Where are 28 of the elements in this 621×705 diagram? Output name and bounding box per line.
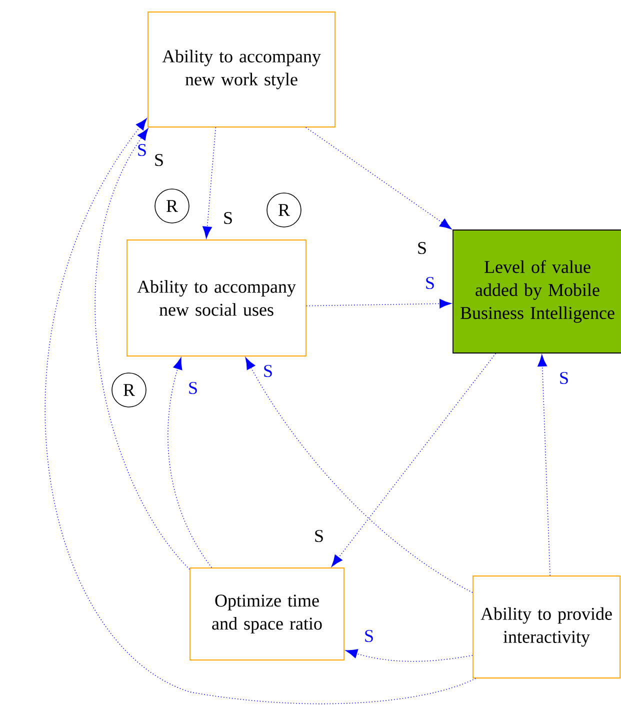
circled-letter: R (266, 192, 302, 228)
edge-label: S (155, 154, 163, 166)
edge-label: S (264, 364, 272, 378)
arrow (305, 127, 452, 230)
edge-label: S (224, 212, 232, 224)
arrow (95, 128, 190, 570)
arrow (346, 649, 473, 662)
edge-label: S (560, 372, 568, 384)
edge-label: S (418, 242, 426, 254)
circled-letter: R (112, 372, 146, 408)
arrow (306, 298, 452, 308)
edge-label: S (138, 144, 146, 156)
edge-label: S (426, 276, 434, 290)
arrow (332, 353, 496, 567)
process-box: Ability to accompany new social uses (126, 240, 306, 356)
process-box: Ability to accompany new work style (148, 12, 336, 128)
circled-letter: R (154, 188, 190, 224)
arrow (202, 127, 216, 238)
arrow (245, 357, 473, 593)
process-box: Optimize time and space ratio (190, 568, 344, 660)
arrow (538, 354, 550, 576)
edge-label: S (189, 382, 197, 394)
process-box: Level of value added by Mobile Business Intelligence (452, 230, 621, 354)
process-box: Ability to provide interactivity (472, 576, 620, 678)
edge-label: S (315, 530, 323, 542)
arrow (168, 358, 212, 568)
arrow (44, 118, 476, 704)
edge-label: S (365, 630, 373, 642)
